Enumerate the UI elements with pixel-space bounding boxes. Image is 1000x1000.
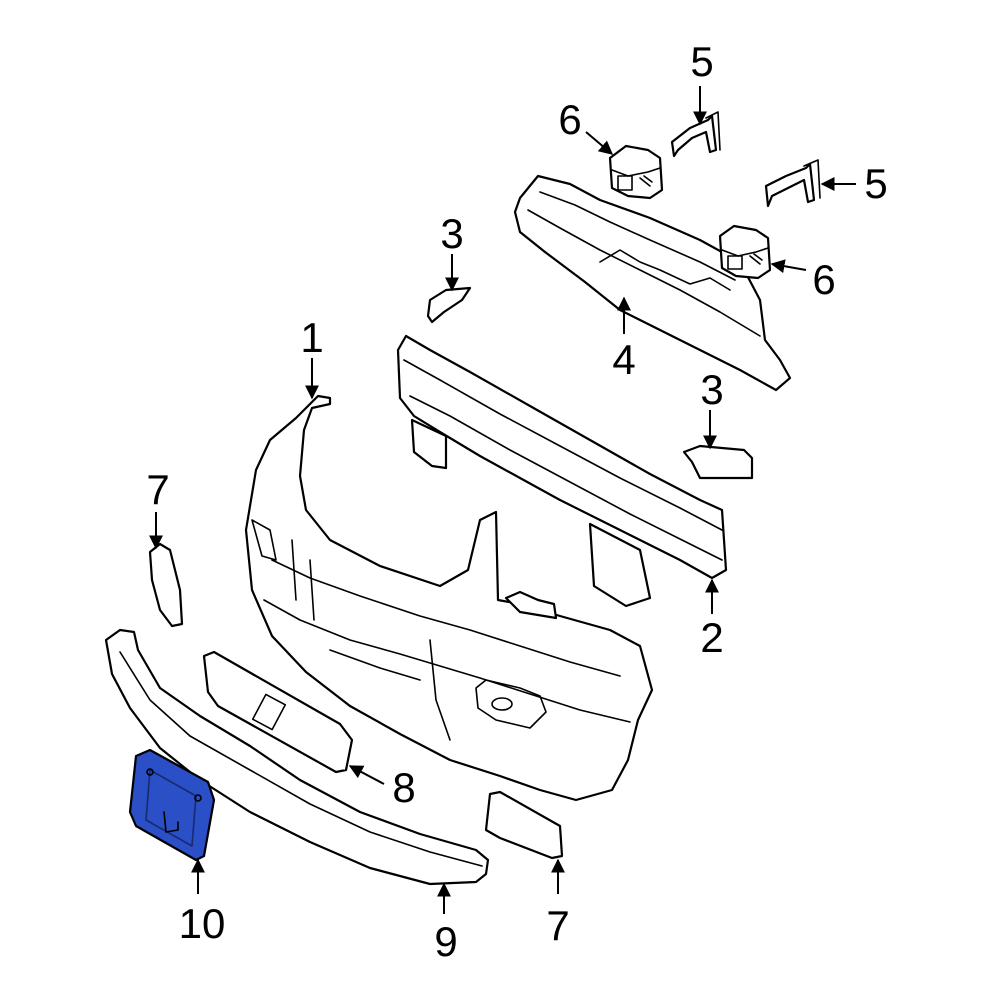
callout-5a: 5	[690, 38, 713, 85]
part-10-license-bracket[interactable]	[128, 748, 216, 862]
part-2-impact-bar[interactable]	[396, 334, 728, 608]
part-5-bracket-lower[interactable]	[764, 159, 821, 208]
part-6-isolator-lower[interactable]	[718, 224, 772, 280]
part-6-isolator-upper[interactable]	[608, 144, 664, 200]
part-3-bracket-upper[interactable]	[426, 286, 472, 324]
callout-9: 9	[434, 918, 457, 965]
part-8-lower-cover[interactable]	[202, 650, 354, 774]
leader-6b	[770, 259, 807, 274]
callout-8: 8	[392, 764, 415, 811]
part-4-absorber[interactable]	[513, 174, 792, 392]
leader-lines	[149, 86, 856, 914]
callout-6b: 6	[812, 256, 835, 303]
callout-7a: 7	[146, 466, 169, 513]
part-7-reflector-left[interactable]	[148, 542, 184, 628]
callout-5b: 5	[864, 160, 887, 207]
part-1-bumper-cover[interactable]	[244, 394, 654, 802]
callout-6a: 6	[558, 96, 581, 143]
callout-10: 10	[179, 900, 226, 947]
callout-7b: 7	[546, 902, 569, 949]
callout-3a: 3	[440, 210, 463, 257]
leader-8	[348, 765, 385, 785]
callout-1: 1	[300, 314, 323, 361]
part-7-reflector-right[interactable]	[484, 790, 564, 860]
callout-4: 4	[612, 336, 635, 383]
leader-6a	[585, 131, 614, 155]
callout-labels: 1 2 3 3 4 5 5 6 6 7 7 8 9 10	[146, 38, 887, 965]
callout-2: 2	[700, 614, 723, 661]
part-3-bracket-lower[interactable]	[682, 444, 754, 480]
callout-3b: 3	[700, 366, 723, 413]
part-5-bracket-upper[interactable]	[670, 111, 721, 158]
